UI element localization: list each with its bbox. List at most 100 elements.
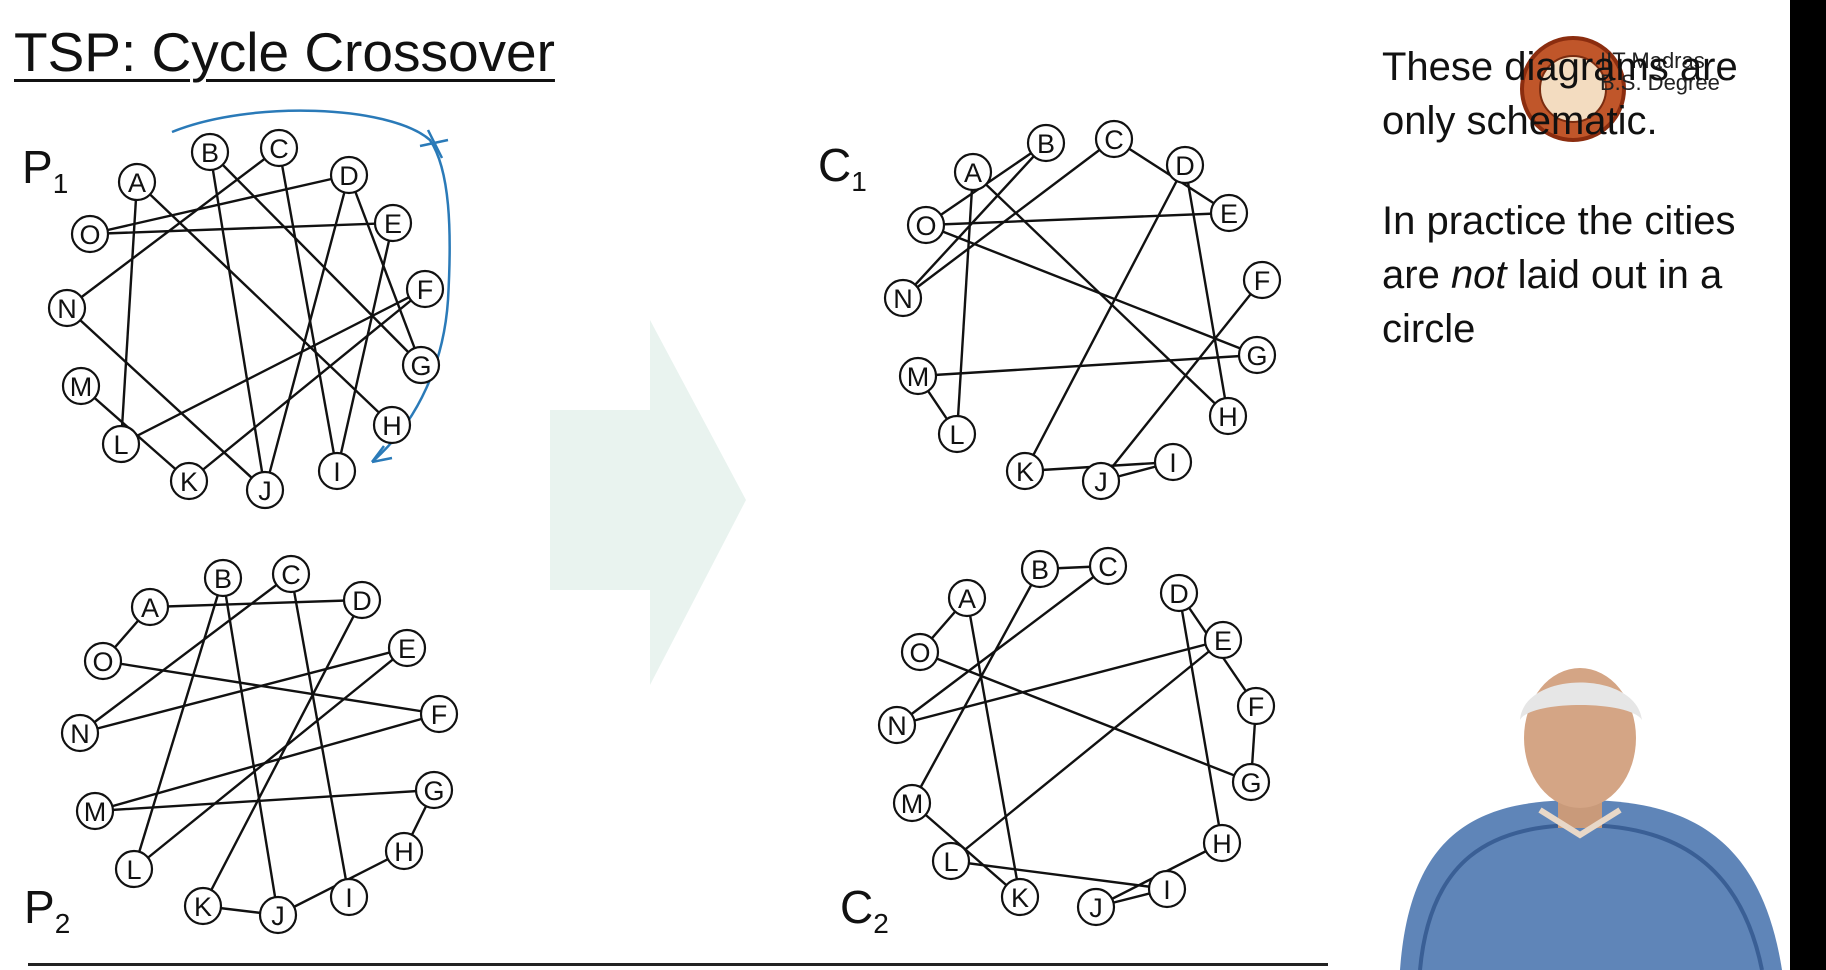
city-label: D bbox=[1169, 579, 1189, 609]
city-label: O bbox=[92, 647, 113, 677]
city-node-c2-E: E bbox=[1203, 620, 1243, 660]
iit-madras-logo bbox=[1520, 36, 1626, 142]
city-node-c2-H: H bbox=[1202, 823, 1242, 863]
city-node-c1-E: E bbox=[1209, 193, 1249, 233]
note-schematic: These diagrams are only schematic. bbox=[1382, 45, 1738, 143]
city-node-c1-H: H bbox=[1208, 396, 1248, 436]
city-label: I bbox=[333, 457, 341, 487]
city-label: B bbox=[1031, 555, 1049, 585]
city-label: D bbox=[1175, 151, 1195, 181]
slide-title: TSP: Cycle Crossover bbox=[14, 21, 555, 83]
city-node-p1-N: N bbox=[47, 288, 87, 328]
city-node-p2-M: M bbox=[75, 791, 115, 831]
edge-p1-E-I bbox=[335, 222, 395, 472]
city-label: A bbox=[964, 158, 982, 188]
edge-p2-F-M bbox=[94, 712, 440, 813]
side-note: These diagrams are only schematic. In pr… bbox=[1382, 40, 1762, 402]
edge-p1-E-O bbox=[89, 221, 394, 236]
city-label: I bbox=[1163, 875, 1171, 905]
city-label: D bbox=[352, 586, 372, 616]
city-label: G bbox=[1246, 341, 1267, 371]
edge-c1-D-H bbox=[1183, 164, 1230, 417]
edge-p1-C-N bbox=[66, 147, 280, 309]
city-label: M bbox=[84, 797, 107, 827]
city-label: M bbox=[70, 372, 93, 402]
city-node-p1-H: H bbox=[372, 405, 412, 445]
edge-p2-C-I bbox=[289, 573, 351, 898]
edge-c1-A-L bbox=[955, 171, 975, 435]
city-node-c1-K: K bbox=[1005, 451, 1045, 491]
city-label: L bbox=[126, 855, 141, 885]
city-node-p1-M: M bbox=[61, 366, 101, 406]
edge-c2-D-H bbox=[1177, 592, 1224, 844]
city-label: A bbox=[958, 584, 976, 614]
label-c2: C2 bbox=[840, 881, 889, 940]
city-label: K bbox=[194, 892, 212, 922]
city-node-c1-D: D bbox=[1165, 145, 1205, 185]
city-label: K bbox=[1016, 457, 1034, 487]
label-p1: P1 bbox=[22, 141, 69, 200]
city-node-c2-D: D bbox=[1159, 573, 1199, 613]
edge-c2-E-N bbox=[896, 638, 1224, 727]
edge-c1-E-O bbox=[925, 211, 1230, 227]
city-node-p1-A: A bbox=[117, 162, 157, 202]
city-label: E bbox=[398, 634, 416, 664]
city-node-c1-G: G bbox=[1237, 335, 1277, 375]
edge-p1-N-J bbox=[66, 307, 266, 491]
city-label: H bbox=[394, 837, 414, 867]
edge-p2-F-O bbox=[102, 659, 440, 716]
city-label: J bbox=[1094, 467, 1108, 497]
city-node-p2-L: L bbox=[114, 849, 154, 889]
city-label: H bbox=[1212, 829, 1232, 859]
city-label: F bbox=[417, 275, 434, 305]
city-node-p2-J: J bbox=[258, 895, 298, 935]
city-node-c1-L: L bbox=[937, 414, 977, 454]
edge-p2-D-K bbox=[201, 599, 364, 907]
city-node-c1-A: A bbox=[953, 152, 993, 192]
edge-p2-A-D bbox=[149, 598, 363, 609]
city-label: G bbox=[423, 776, 444, 806]
city-node-c1-C: C bbox=[1094, 119, 1134, 159]
city-node-p1-F: F bbox=[405, 269, 445, 309]
city-node-c2-G: G bbox=[1231, 762, 1271, 802]
city-label: A bbox=[128, 168, 146, 198]
city-node-p2-H: H bbox=[384, 831, 424, 871]
edge-p2-B-L bbox=[132, 577, 225, 870]
city-label: G bbox=[410, 351, 431, 381]
city-label: O bbox=[79, 220, 100, 250]
city-label: O bbox=[915, 211, 936, 241]
edge-p1-B-J bbox=[208, 151, 267, 491]
edge-p2-B-J bbox=[221, 577, 280, 916]
city-node-c2-F: F bbox=[1236, 686, 1276, 726]
edge-c2-B-M bbox=[910, 568, 1042, 804]
city-node-c1-I: I bbox=[1153, 442, 1193, 482]
city-node-p1-J: J bbox=[245, 470, 285, 510]
city-label: C bbox=[269, 134, 289, 164]
city-node-c2-A: A bbox=[947, 578, 987, 618]
edge-p1-C-I bbox=[277, 147, 339, 472]
city-label: D bbox=[339, 161, 359, 191]
city-label: J bbox=[1089, 893, 1103, 923]
city-node-p2-G: G bbox=[414, 770, 454, 810]
city-node-c1-F: F bbox=[1242, 260, 1282, 300]
city-label: I bbox=[1169, 448, 1177, 478]
city-label: E bbox=[384, 209, 402, 239]
city-label: K bbox=[1011, 883, 1029, 913]
city-label: N bbox=[887, 711, 907, 741]
city-node-p1-B: B bbox=[190, 132, 230, 172]
right-edge-bar bbox=[1790, 0, 1826, 970]
city-node-c1-O: O bbox=[906, 205, 946, 245]
city-node-c1-J: J bbox=[1081, 461, 1121, 501]
presenter-video bbox=[1390, 660, 1790, 970]
city-node-p1-I: I bbox=[317, 451, 357, 491]
city-label: L bbox=[943, 847, 958, 877]
city-label: G bbox=[1240, 768, 1261, 798]
edge-c1-G-O bbox=[925, 223, 1258, 357]
city-node-c2-M: M bbox=[892, 783, 932, 823]
city-label: J bbox=[258, 476, 272, 506]
